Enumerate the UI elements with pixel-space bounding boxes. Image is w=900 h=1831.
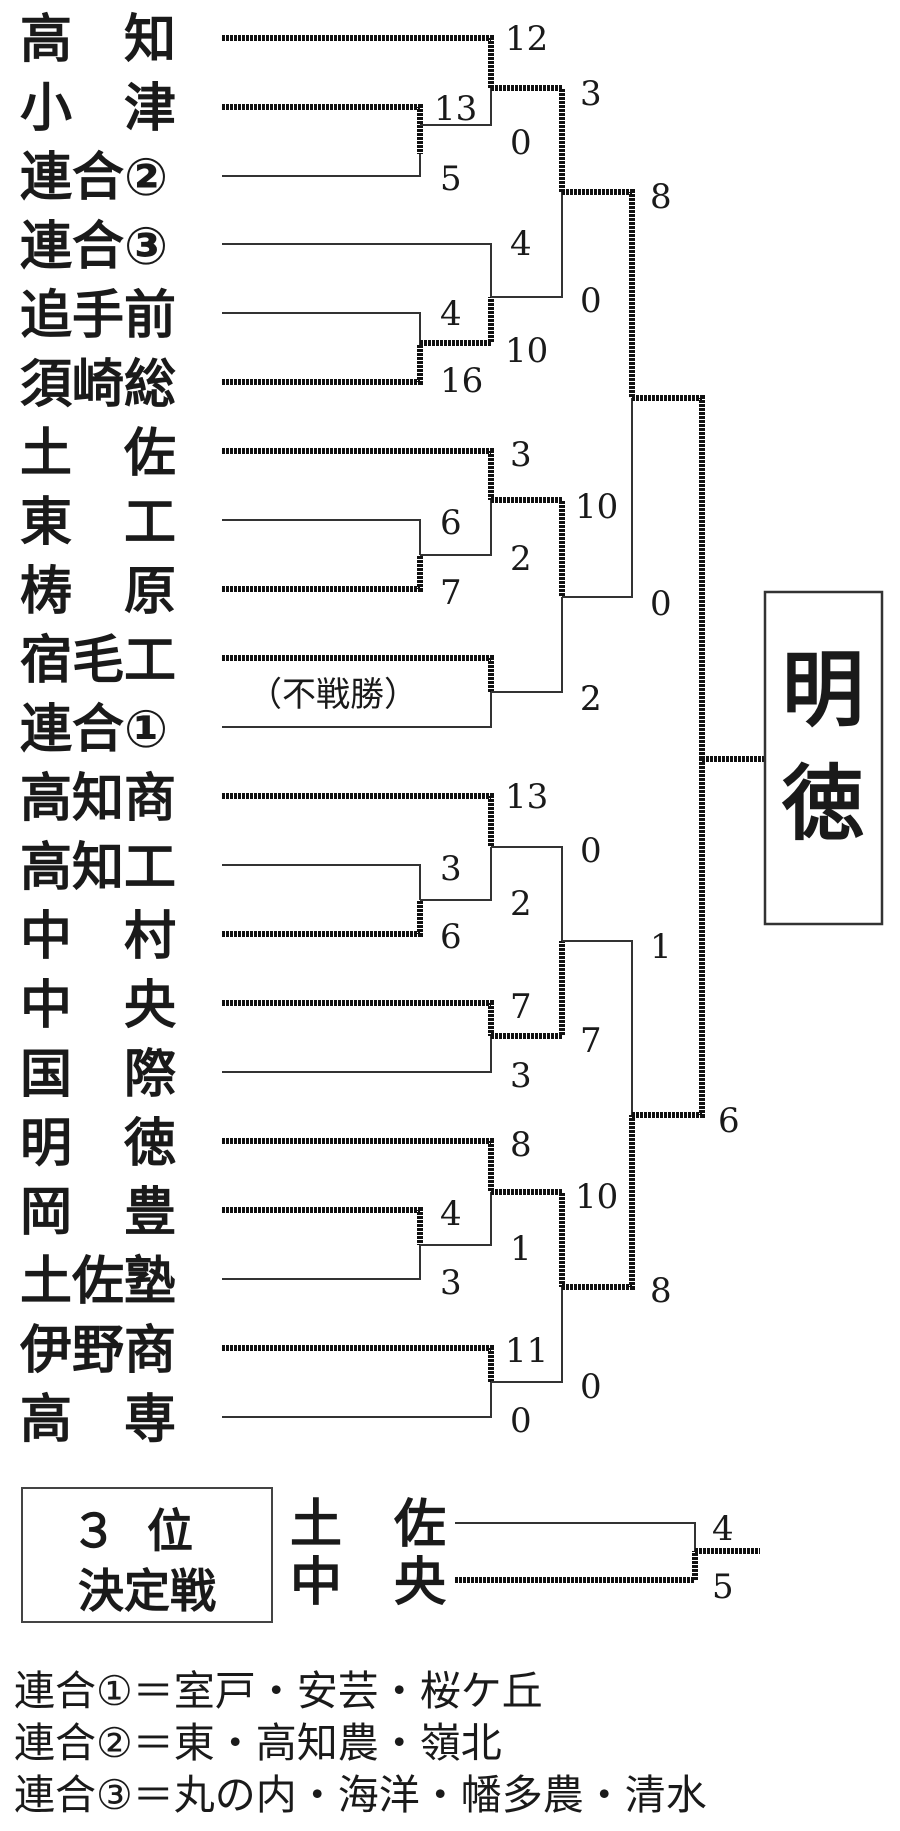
- score-label: 0: [650, 584, 672, 624]
- score-label: 4: [440, 294, 462, 334]
- team-name: 高 専: [20, 1390, 176, 1450]
- score-label: 1: [650, 927, 672, 967]
- footnote: 連合③＝丸の内・海洋・幡多農・清水: [14, 1771, 707, 1819]
- score-label: 7: [510, 987, 532, 1027]
- score-label: 13: [505, 777, 548, 817]
- score-label: 6: [718, 1101, 740, 1141]
- team-list: 高 知 小 津 連合② 連合③ 追手前 須崎総 土 佐 東 工 梼 原 宿毛工 …: [19, 10, 177, 1450]
- team-name: 連合③: [20, 217, 168, 277]
- score-label: 8: [650, 177, 672, 217]
- score-label: 10: [575, 487, 618, 527]
- score-label: 3: [440, 849, 462, 889]
- third-place-team: 土 佐: [290, 1495, 446, 1555]
- team-name: 梼 原: [20, 562, 176, 622]
- score-label: 1: [510, 1229, 532, 1269]
- score-label: 4: [440, 1194, 462, 1234]
- champion-char: 明: [782, 642, 864, 738]
- score-label: 0: [580, 831, 602, 871]
- score-label: 16: [440, 361, 483, 401]
- score-label: 3: [440, 1263, 462, 1303]
- score-label: 8: [650, 1271, 672, 1311]
- score-label: 0: [580, 1367, 602, 1407]
- score-label: 3: [510, 1056, 532, 1096]
- team-name: 連合②: [20, 148, 168, 208]
- score-label: 3: [580, 74, 602, 114]
- team-name: 伊野商: [19, 1321, 176, 1381]
- team-name: 中 央: [20, 976, 177, 1036]
- score-label: 8: [510, 1125, 532, 1165]
- scores: 12 13 5 0 3 4 4 16 10 0 8 3 6 7 2 10 2 0…: [434, 19, 740, 1441]
- score-label: 5: [440, 159, 462, 199]
- score-label: 0: [510, 1401, 532, 1441]
- score-label: 5: [712, 1567, 734, 1607]
- team-name: 国 際: [20, 1045, 176, 1105]
- score-label: 6: [440, 503, 462, 543]
- score-label: 3: [510, 435, 532, 475]
- score-label: 4: [712, 1509, 734, 1549]
- score-label: 7: [440, 573, 462, 613]
- team-name: 須崎総: [20, 355, 176, 415]
- score-label: 6: [440, 917, 462, 957]
- champion-char: 徳: [781, 756, 864, 852]
- footnote: 連合②＝東・高知農・嶺北: [14, 1719, 502, 1767]
- score-label: 0: [580, 281, 602, 321]
- team-name: 岡 豊: [20, 1183, 176, 1243]
- score-label: 13: [434, 89, 477, 129]
- footnotes: 連合①＝室戸・安芸・桜ケ丘 連合②＝東・高知農・嶺北 連合③＝丸の内・海洋・幡多…: [14, 1665, 894, 1821]
- team-name: 連合①: [20, 700, 168, 760]
- third-place-label: ３位: [71, 1504, 223, 1558]
- third-place-label: 決定戦: [78, 1564, 216, 1618]
- score-label: 7: [580, 1021, 602, 1061]
- footnote: 連合①＝室戸・安芸・桜ケ丘: [14, 1667, 543, 1715]
- team-name: 小 津: [20, 79, 176, 139]
- score-label: 2: [580, 679, 602, 719]
- champion-box: [763, 590, 884, 926]
- team-name: 高知工: [20, 838, 176, 898]
- team-name: 中 村: [20, 907, 176, 967]
- team-name: 明 徳: [20, 1114, 176, 1174]
- score-label: 2: [510, 539, 532, 579]
- bye-label: （不戦勝）: [248, 675, 418, 715]
- third-place-team: 中 央: [290, 1553, 447, 1613]
- team-name: 高 知: [20, 10, 176, 70]
- team-name: 土佐塾: [20, 1252, 176, 1312]
- team-name: 宿毛工: [20, 631, 176, 691]
- score-label: 11: [505, 1331, 548, 1371]
- third-place-label-box: ３位 決定戦: [21, 1487, 273, 1623]
- score-label: 10: [505, 331, 548, 371]
- score-label: 12: [505, 19, 548, 59]
- score-label: 0: [510, 123, 532, 163]
- score-label: 4: [510, 224, 532, 264]
- team-name: 高知商: [20, 769, 176, 829]
- score-label: 2: [580, 679, 602, 719]
- bracket-lines: [222, 35, 765, 1583]
- team-name: 追手前: [20, 286, 176, 346]
- team-name: 東 工: [20, 493, 176, 553]
- score-label: 2: [510, 884, 532, 924]
- score-label: 10: [575, 1177, 618, 1217]
- team-name: 土 佐: [20, 424, 176, 484]
